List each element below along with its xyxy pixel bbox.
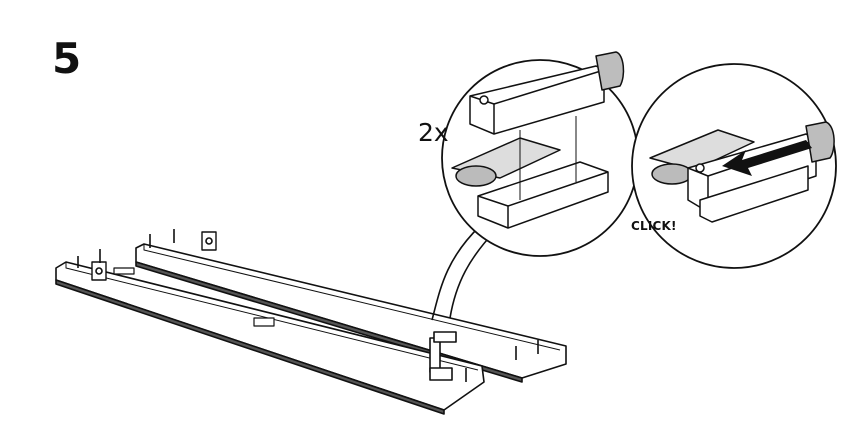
detail-circle-connector xyxy=(441,51,639,257)
callout-pointer xyxy=(431,225,495,321)
detail-circle-click xyxy=(631,63,837,269)
click-label: CLICK! xyxy=(631,219,677,233)
quantity-label: 2x xyxy=(418,118,449,147)
step-number: 5 xyxy=(52,34,82,83)
rail-connector-icon xyxy=(451,51,625,229)
long-rail-pair-icon xyxy=(55,229,567,415)
push-arrow-icon xyxy=(722,140,812,176)
